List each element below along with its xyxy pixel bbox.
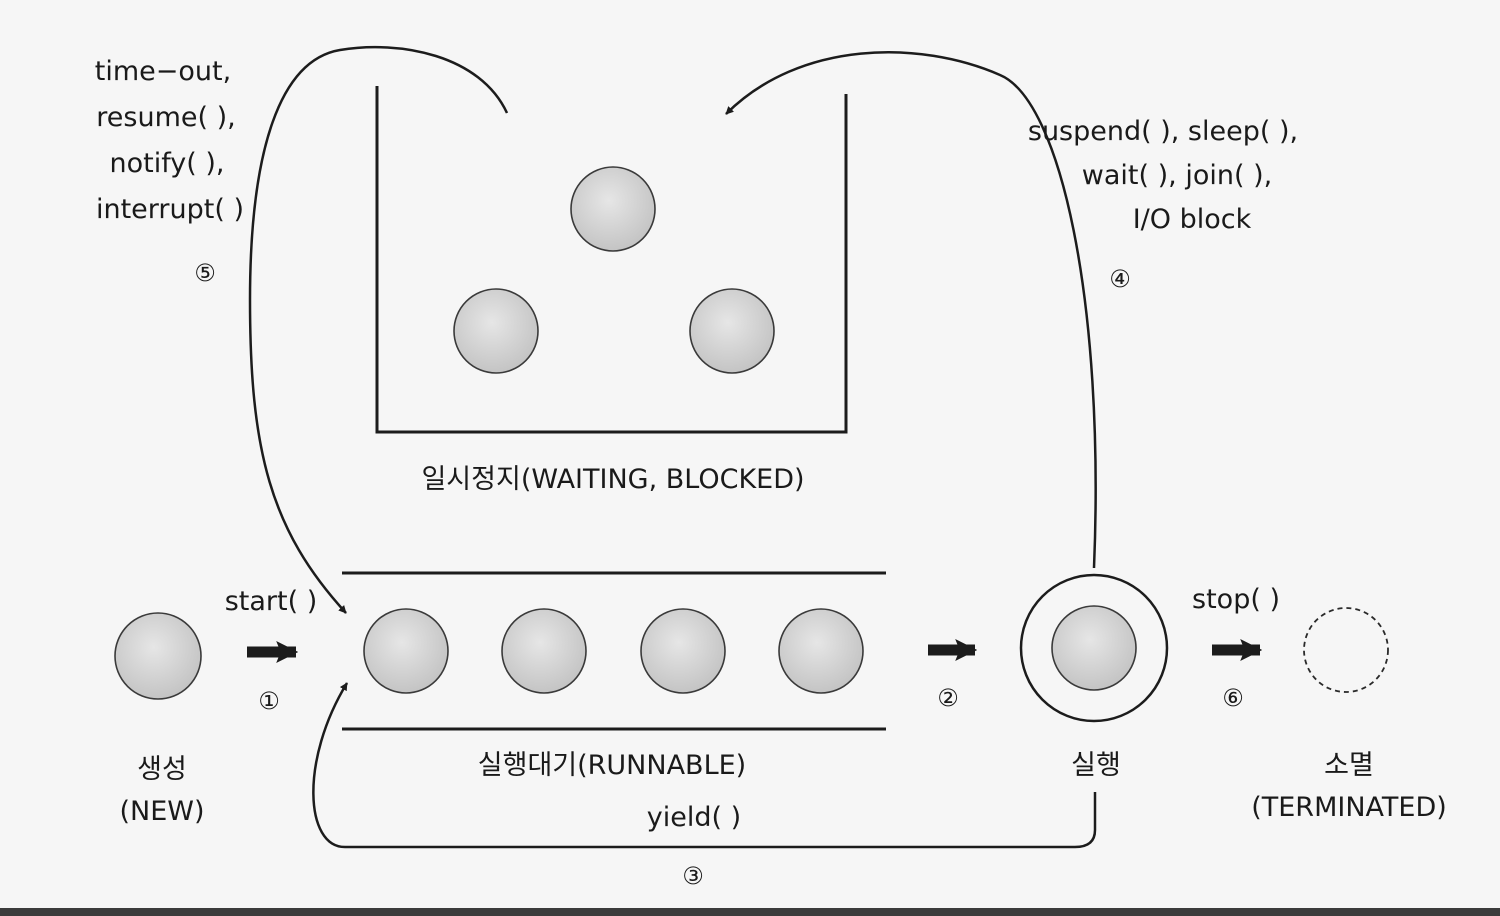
new-label: 생성 [137,754,187,785]
transition-2-number: ② [937,684,959,712]
block-arrow [725,51,1097,569]
resume-methods: time−out, resume( ), notify( ), interrup… [95,56,244,225]
transition-6-number: ⑥ [1222,684,1244,712]
transition-1-number: ① [258,687,280,715]
waiting-thread-1 [570,166,656,252]
transition-4-number: ④ [1109,265,1131,293]
waiting-thread-2 [453,288,539,374]
new-sublabel: (NEW) [119,796,204,827]
page-edge-strip [0,908,1500,916]
stop-method-label: stop( ) [1192,584,1280,615]
resume-arrow [248,45,509,614]
yield-arrow [312,682,1097,849]
block-methods: suspend( ), sleep( ), wait( ), join( ), … [1028,116,1298,235]
resume-method-line-4: interrupt( ) [96,194,244,225]
block-method-line-1: suspend( ), sleep( ), [1028,116,1298,147]
resume-method-line-1: time−out, [95,56,231,87]
block-method-line-3: I/O block [1133,204,1252,235]
transition-5-number: ⑤ [194,259,216,287]
waiting-container [375,86,848,434]
running-label: 실행 [1071,750,1121,781]
running-ring [1019,573,1169,723]
terminated-label: 소멸 [1324,750,1374,781]
waiting-label: 일시정지(WAITING, BLOCKED) [421,464,804,495]
resume-method-line-2: resume( ), [96,102,235,133]
waiting-thread-3 [689,288,775,374]
terminated-thread [1303,607,1389,693]
runnable-thread-2 [501,608,587,694]
runnable-label: 실행대기(RUNNABLE) [478,750,746,781]
yield-method-label: yield( ) [647,802,741,833]
new-thread [114,612,202,700]
running-thread [1051,605,1137,691]
resume-method-line-3: notify( ), [110,148,225,179]
runnable-thread-4 [778,608,864,694]
transition-3-number: ③ [682,862,704,890]
start-method-label: start( ) [225,586,318,617]
runnable-thread-1 [363,608,449,694]
runnable-thread-3 [640,608,726,694]
block-method-line-2: wait( ), join( ), [1082,160,1272,191]
terminated-sublabel: (TERMINATED) [1251,792,1447,823]
